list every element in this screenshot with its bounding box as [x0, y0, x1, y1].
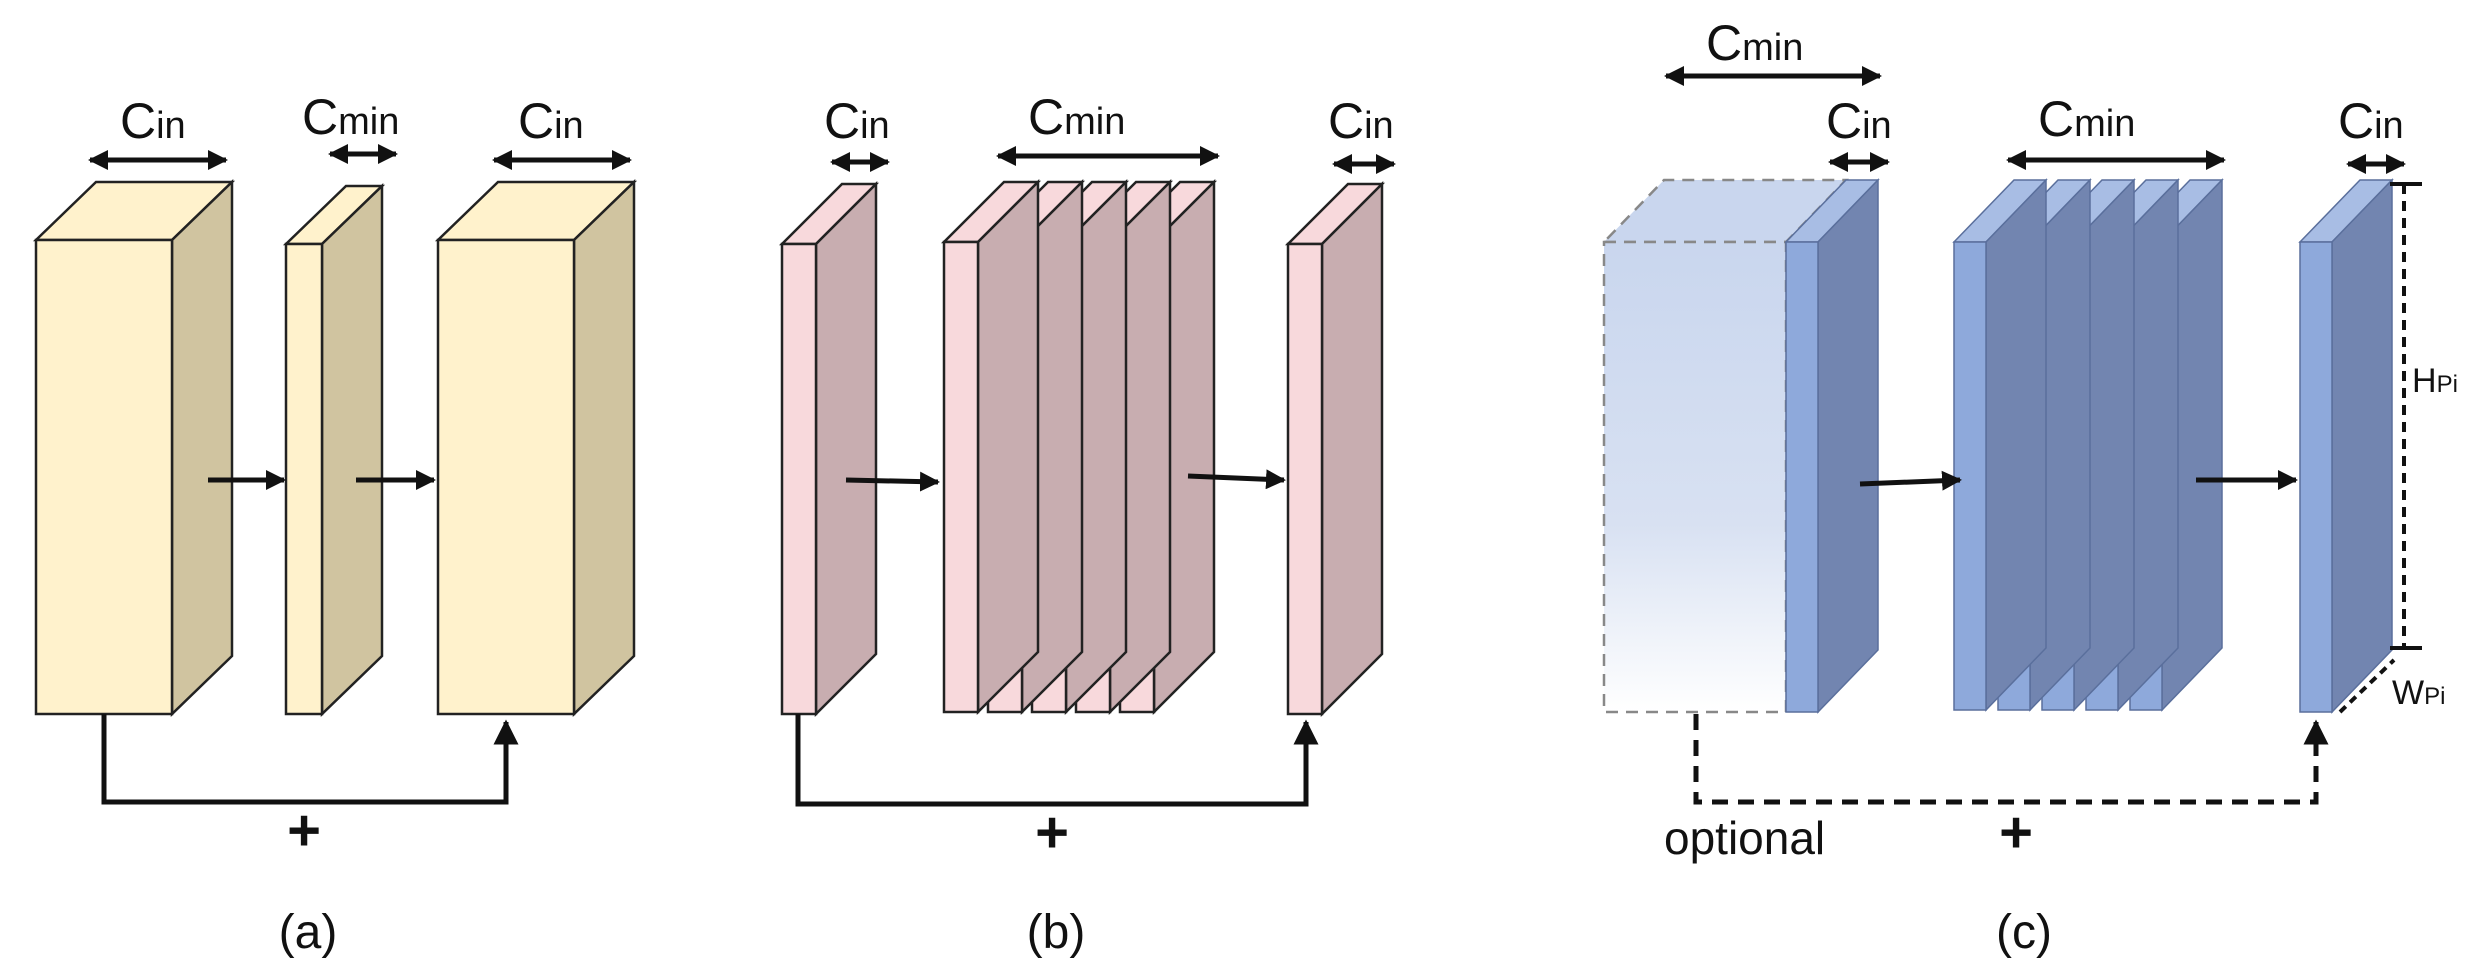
- panel-c-hpi-label: HPi: [2412, 362, 2458, 400]
- panel-c-arrow-1: [1859, 470, 1962, 491]
- panel-c-bottleneck-layer: [1952, 178, 2048, 712]
- panel-c-plus: +: [1999, 800, 2033, 865]
- panel-c-caption: (c): [1996, 906, 2052, 959]
- panel-b-caption: (b): [1027, 906, 1086, 959]
- panel-c: Cmin Cin Cmin Cin HPi WPi optional + (c): [1601, 15, 2458, 959]
- panel-c-cin-label-1: Cin: [1826, 93, 1892, 149]
- panel-c-bottleneck-stack: [1952, 178, 2224, 712]
- panel-b-arrow-1: [845, 471, 940, 492]
- panel-c-skip-connection: [1693, 714, 2329, 805]
- panel-b-bottleneck-layer: [940, 178, 1042, 716]
- panel-c-cmin-label-top: Cmin: [1706, 15, 1803, 71]
- panel-b-arrow-2: [1187, 469, 1286, 490]
- panel-a-cin-label-1: Cin: [120, 93, 186, 149]
- panel-a-caption: (a): [279, 906, 338, 959]
- panel-c-optional-block: [1601, 178, 1849, 714]
- panel-b-cin-label-2: Cin: [1328, 93, 1394, 149]
- panel-b-plus: +: [1035, 800, 1069, 865]
- panel-c-cin-label-2: Cin: [2338, 93, 2404, 149]
- panel-b-cin-label-1: Cin: [824, 93, 890, 149]
- panel-a-output-block: [434, 179, 638, 717]
- panel-b-output-block: [1284, 180, 1386, 718]
- panel-b-skip-connection: [795, 714, 1319, 807]
- panel-b-cmin-label: Cmin: [1028, 89, 1125, 145]
- panel-a-input-block: [32, 179, 236, 717]
- panel-c-width-dimension: [2338, 658, 2396, 714]
- panel-c-wpi-label: WPi: [2392, 674, 2445, 712]
- panel-a-cin-label-2: Cin: [518, 93, 584, 149]
- panel-c-optional-label: optional: [1664, 812, 1825, 864]
- panel-a: Cin Cmin Cin + (a): [32, 89, 638, 959]
- panel-b-input-block: [778, 180, 880, 718]
- panel-c-input-block: [1784, 178, 1880, 714]
- panel-a-bottleneck-block: [282, 183, 386, 717]
- panel-a-plus: +: [287, 798, 321, 863]
- panel-b: Cin Cmin Cin + (b): [778, 89, 1396, 959]
- panel-c-output-block: [2298, 178, 2394, 714]
- panel-a-skip-connection: [101, 714, 519, 805]
- panel-b-bottleneck-stack: [940, 178, 1218, 716]
- panel-a-cmin-label: Cmin: [302, 89, 399, 145]
- panel-c-cmin-label: Cmin: [2038, 91, 2135, 147]
